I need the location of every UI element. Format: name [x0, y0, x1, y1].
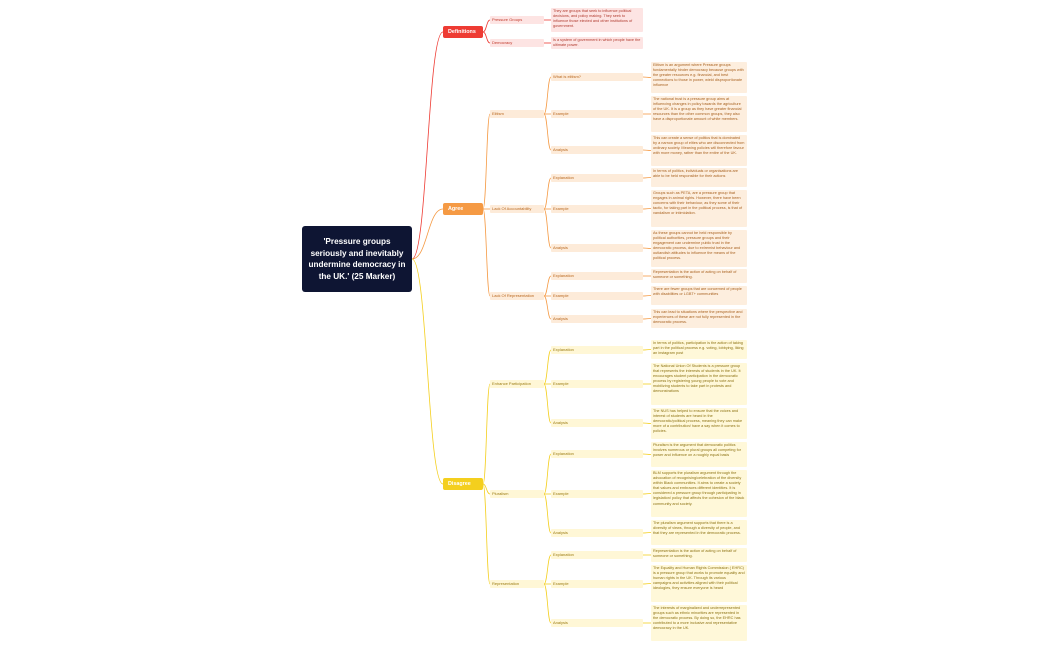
connector-disagree-pluralism-analysis-note [642, 532, 652, 534]
disagree-enhance-participation[interactable]: Enhance Participation [490, 380, 544, 388]
connector-agree-accountability-explanation-note [642, 177, 652, 179]
connector-definitions-democracy [482, 31, 491, 44]
disagree-pluralism-explanation-note[interactable]: Pluralism is the argument that democrati… [651, 442, 747, 467]
connector-agree-elitism-what-is [543, 76, 552, 115]
branch-agree[interactable]: Agree [443, 203, 483, 215]
connector-agree-representation-analysis [543, 295, 552, 320]
connector-disagree-pluralism-analysis [543, 493, 552, 534]
agree-elitism-example-note[interactable]: The national trust is a pressure group a… [651, 96, 747, 132]
branch-disagree[interactable]: Disagree [443, 478, 483, 490]
connector-definitions-pg [482, 19, 491, 33]
connector-root-agree [411, 208, 444, 260]
connector-agree-elitism-what-is-note [642, 76, 652, 78]
connector-agree-elitism-analysis [543, 113, 552, 151]
connector-agree-accountability-example-note [642, 208, 652, 210]
connector-root-definitions [411, 31, 444, 260]
disagree-representation-example-note[interactable]: The Equality and Human Rights Commission… [651, 565, 747, 602]
disagree-representation-analysis[interactable]: Analysis [551, 619, 643, 627]
agree-elitism-analysis[interactable]: Analysis [551, 146, 643, 154]
connector-agree-representation-example-note [642, 295, 652, 297]
connector-disagree-pluralism [482, 483, 491, 495]
disagree-participation-example-note[interactable]: The National Union Of Students is a pres… [651, 363, 747, 405]
agree-lack-of-representation[interactable]: Lack Of Representation [490, 292, 544, 300]
agree-elitism[interactable]: Elitism [490, 110, 544, 118]
disagree-representation-explanation[interactable]: Explanation [551, 551, 643, 559]
connector-disagree-representation-example-note [642, 583, 652, 585]
definition-pressure-groups[interactable]: Pressure Groups [490, 16, 544, 24]
connector-agree-accountability-analysis-note [642, 247, 652, 249]
agree-lack-of-accountability[interactable]: Lack Of Accountability [490, 205, 544, 213]
connector-disagree-participation-explanation-note [642, 349, 652, 351]
connector-disagree-representation-explanation [543, 554, 552, 585]
agree-representation-analysis-note[interactable]: This can lead to situations where the pe… [651, 309, 747, 328]
agree-accountability-explanation[interactable]: Explanation [551, 174, 643, 182]
root-topic[interactable]: 'Pressure groups seriously and inevitabl… [302, 226, 412, 292]
connector-agree-elitism-analysis-note [642, 149, 652, 151]
agree-accountability-explanation-note[interactable]: In terms of politics, individuals or org… [651, 168, 747, 187]
connector-agree-lack-of-representation [482, 208, 491, 297]
disagree-participation-analysis[interactable]: Analysis [551, 419, 643, 427]
disagree-pluralism-example[interactable]: Example [551, 490, 643, 498]
connector-disagree-participation-explanation [543, 349, 552, 385]
connector-agree-representation-explanation [543, 275, 552, 297]
agree-accountability-example[interactable]: Example [551, 205, 643, 213]
agree-elitism-analysis-note[interactable]: This can create a sense of politics that… [651, 135, 747, 166]
definition-pressure-groups-note[interactable]: They are groups that seek to influence p… [551, 8, 643, 32]
agree-accountability-example-note[interactable]: Groups such as PETA, are a pressure grou… [651, 190, 747, 227]
connector-agree-accountability-explanation [543, 177, 552, 210]
connector-disagree-enhance-participation [482, 383, 491, 485]
disagree-pluralism-analysis[interactable]: Analysis [551, 529, 643, 537]
disagree-pluralism-explanation[interactable]: Explanation [551, 450, 643, 458]
connector-agree-representation-analysis-note [642, 318, 652, 320]
connector-disagree-pluralism-example-note [642, 493, 652, 495]
disagree-participation-example[interactable]: Example [551, 380, 643, 388]
disagree-pluralism-analysis-note[interactable]: The pluralism argument supports that the… [651, 520, 747, 545]
disagree-pluralism[interactable]: Pluralism [490, 490, 544, 498]
disagree-representation[interactable]: Representation [490, 580, 544, 588]
definition-democracy-note[interactable]: Is a system of government in which peopl… [551, 37, 643, 49]
agree-representation-explanation[interactable]: Explanation [551, 272, 643, 280]
connector-agree-elitism [482, 113, 491, 210]
agree-representation-analysis[interactable]: Analysis [551, 315, 643, 323]
agree-representation-example[interactable]: Example [551, 292, 643, 300]
disagree-participation-explanation[interactable]: Explanation [551, 346, 643, 354]
agree-representation-example-note[interactable]: There are fewer groups that are concerne… [651, 286, 747, 305]
disagree-representation-example[interactable]: Example [551, 580, 643, 588]
agree-elitism-example[interactable]: Example [551, 110, 643, 118]
agree-accountability-analysis[interactable]: Analysis [551, 244, 643, 252]
disagree-representation-analysis-note[interactable]: The interests of marginalized and underr… [651, 605, 747, 641]
disagree-representation-explanation-note[interactable]: Representation is the action of acting o… [651, 548, 747, 562]
connector-disagree-pluralism-explanation [543, 453, 552, 495]
branch-definitions[interactable]: Definitions [443, 26, 483, 38]
agree-representation-explanation-note[interactable]: Representation is the action of acting o… [651, 269, 747, 283]
connector-disagree-participation-analysis-note [642, 422, 652, 424]
connector-disagree-pluralism-explanation-note [642, 453, 652, 455]
connector-disagree-representation [482, 483, 491, 585]
disagree-pluralism-example-note[interactable]: BLM supports the pluralism argument thro… [651, 470, 747, 517]
agree-elitism-what-is-note[interactable]: Elitism is an argument where Pressure gr… [651, 62, 747, 93]
agree-accountability-analysis-note[interactable]: As these groups cannot be held responsib… [651, 230, 747, 267]
disagree-participation-analysis-note[interactable]: The NUS has helped to ensure that the vo… [651, 408, 747, 439]
definition-democracy[interactable]: Democracy [490, 39, 544, 47]
connector-disagree-participation-analysis [543, 383, 552, 424]
connector-root-disagree [411, 258, 444, 485]
connector-disagree-representation-analysis [543, 583, 552, 624]
connector-agree-accountability-analysis [543, 208, 552, 249]
disagree-participation-explanation-note[interactable]: In terms of politics, participation is t… [651, 340, 747, 359]
agree-elitism-what-is[interactable]: What is elitism? [551, 73, 643, 81]
